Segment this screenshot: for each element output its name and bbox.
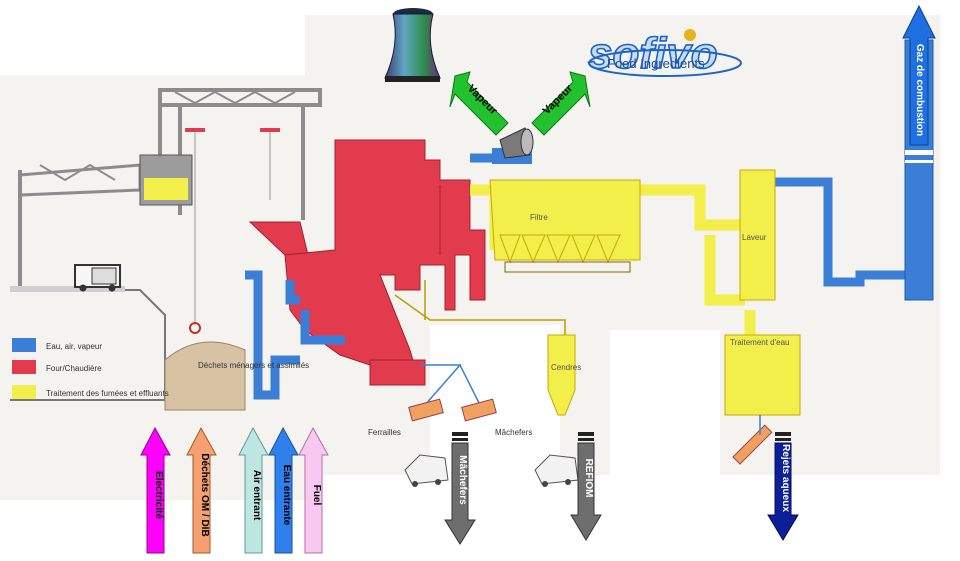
arrow-label-rejets-aqueux: Rejets aqueux xyxy=(780,444,791,512)
cabin-window xyxy=(144,178,188,200)
sofivo-logo: sofivo Food Ingredients xyxy=(587,28,742,79)
arrow-electricite: Electricité xyxy=(140,426,171,554)
furnace-ash-outlet xyxy=(369,359,426,386)
water-treatment-label: Traitement d'eau xyxy=(730,338,789,347)
arrow-machefers: Mâchefers xyxy=(444,432,476,545)
legend-swatch-water xyxy=(12,338,36,352)
crane-hoist-2 xyxy=(260,128,280,132)
arrow-label-air-entrant: Air entrant xyxy=(251,470,262,521)
cooling-tower-icon xyxy=(384,8,441,82)
clinker-lines xyxy=(420,364,481,406)
scrap-label: Ferrailles xyxy=(368,428,401,437)
legend-label-flue: Traitement des fumées et effluants xyxy=(46,389,169,398)
legend-swatch-furnace xyxy=(12,360,36,374)
effluent-channel xyxy=(732,424,773,465)
legend: Eau, air, vapeur Four/Chaudière Traiteme… xyxy=(12,338,169,399)
arrow-rejets-aqueux: Rejets aqueux xyxy=(767,432,799,541)
legend-swatch-flue xyxy=(12,385,36,399)
legend-label-furnace: Four/Chaudière xyxy=(46,364,102,373)
scrubber-label: Laveur xyxy=(742,233,767,242)
arrow-refiom: REFIOM xyxy=(570,432,602,541)
waste-pit-heap xyxy=(164,341,246,411)
arrow-fuel: Fuel xyxy=(298,426,329,554)
background-gap xyxy=(430,325,560,475)
waste-pit-label: Déchets ménagers et assimilés xyxy=(198,361,309,370)
screw-conveyor xyxy=(504,261,631,273)
clinker-label: Mâchefers xyxy=(495,428,532,437)
filter-hoppers xyxy=(499,234,621,264)
garbage-truck-icon xyxy=(74,264,121,292)
arrow-eau-entrante: Eau entrante xyxy=(268,426,299,554)
arrow-label-eau-entrante: Eau entrante xyxy=(281,465,292,526)
background-gap-2 xyxy=(610,330,720,490)
refiom-truck-icon xyxy=(534,454,579,487)
legend-label-water: Eau, air, vapeur xyxy=(46,342,102,351)
turbine-icon xyxy=(499,127,534,159)
arrow-dechets: Déchets OM / DIB xyxy=(186,426,217,554)
ash-label: Cendres xyxy=(551,363,581,372)
grab-bucket xyxy=(189,322,201,334)
arrow-gaz: Gaz de combustion xyxy=(902,4,936,146)
arrow-label-dechets: Déchets OM / DIB xyxy=(199,453,210,536)
clinker-container xyxy=(461,398,497,422)
arrow-air-entrant: Air entrant xyxy=(238,426,269,554)
arrow-label-gaz: Gaz de combustion xyxy=(914,44,925,136)
arrow-label-fuel: Fuel xyxy=(311,485,322,506)
ash-lines xyxy=(394,280,566,335)
clinker-truck-icon xyxy=(404,454,449,487)
arrow-label-machefers: Mâchefers xyxy=(457,455,468,505)
arrow-label-refiom: REFIOM xyxy=(583,459,594,498)
filter-label: Filtre xyxy=(530,213,548,222)
unloading-platform xyxy=(10,286,125,292)
logo-tagline: Food Ingredients xyxy=(607,56,705,71)
scrap-container xyxy=(408,398,444,422)
arrow-label-electricite: Electricité xyxy=(153,471,164,519)
ash-silo xyxy=(547,334,576,416)
furnace-boiler xyxy=(284,139,486,386)
water-treatment-unit xyxy=(724,334,801,416)
crane-hoist-1 xyxy=(185,128,205,132)
scrubber-tower xyxy=(739,169,776,301)
